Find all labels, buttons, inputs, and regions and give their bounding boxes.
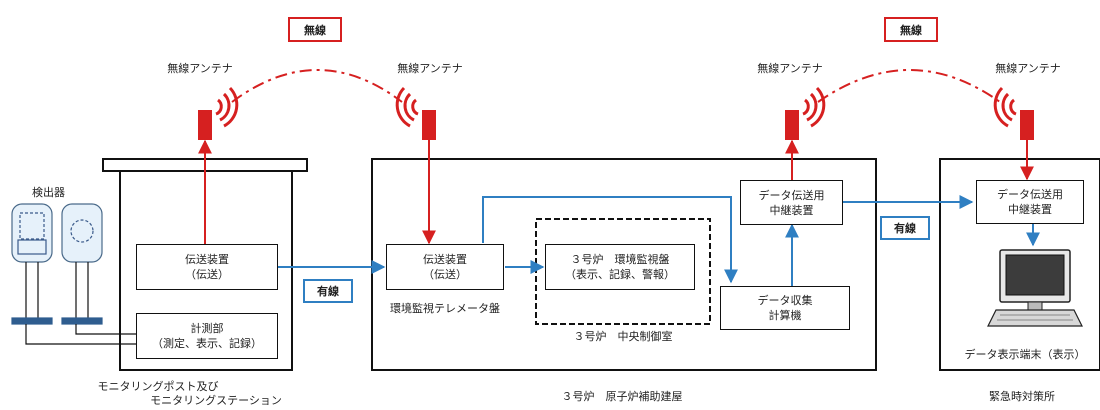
wireless-link-left <box>231 69 403 103</box>
antenna-2-icon <box>395 86 436 140</box>
detector-label: 検出器 <box>32 186 65 199</box>
antenna-label-4: 無線アンテナ <box>995 62 1061 75</box>
computer-terminal-icon <box>987 249 1083 327</box>
wireless-label-right: 無線 <box>884 17 938 42</box>
aux-transmitter-box: 伝送装置 （伝送） <box>386 244 504 290</box>
control-room-label: ３号炉 中央制御室 <box>573 330 673 343</box>
post-transmitter-box: 伝送装置 （伝送） <box>136 244 278 290</box>
data-collection-computer-box: データ収集 計算機 <box>720 286 850 330</box>
telemeter-label: 環境監視テレメータ盤 <box>390 302 500 315</box>
antenna-label-2: 無線アンテナ <box>397 62 463 75</box>
antenna-label-1: 無線アンテナ <box>167 62 233 75</box>
wireless-link-right <box>817 69 1001 103</box>
wired-label-right: 有線 <box>880 216 930 240</box>
emergency-relay-box: データ伝送用 中継装置 <box>976 180 1084 224</box>
wireless-label-left: 無線 <box>288 17 342 42</box>
aux-building-name: ３号炉 原子炉補助建屋 <box>561 390 683 403</box>
measurement-unit-box: 計測部 （測定、表示、記録） <box>136 313 278 359</box>
data-display-terminal-label: データ表示端末（表示） <box>964 348 1086 361</box>
antenna-label-3: 無線アンテナ <box>757 62 823 75</box>
emergency-center-name: 緊急時対策所 <box>989 390 1055 403</box>
detector-left <box>11 203 53 325</box>
aux-relay-box: データ伝送用 中継装置 <box>740 180 843 225</box>
detector-cables <box>25 324 136 345</box>
arrow-aux-to-computer <box>482 196 738 284</box>
antenna-1-icon <box>198 86 239 140</box>
wired-label-left: 有線 <box>303 279 353 303</box>
monitor-panel-box: ３号炉 環境監視盤 （表示、記録、警報） <box>545 244 695 290</box>
monitoring-post-name-1: モニタリングポスト及び <box>97 380 219 393</box>
detector-right <box>61 203 103 325</box>
antenna-3-icon <box>785 86 826 140</box>
monitoring-post-name-2: モニタリングステーション <box>150 394 282 407</box>
antenna-4-icon <box>993 86 1034 140</box>
